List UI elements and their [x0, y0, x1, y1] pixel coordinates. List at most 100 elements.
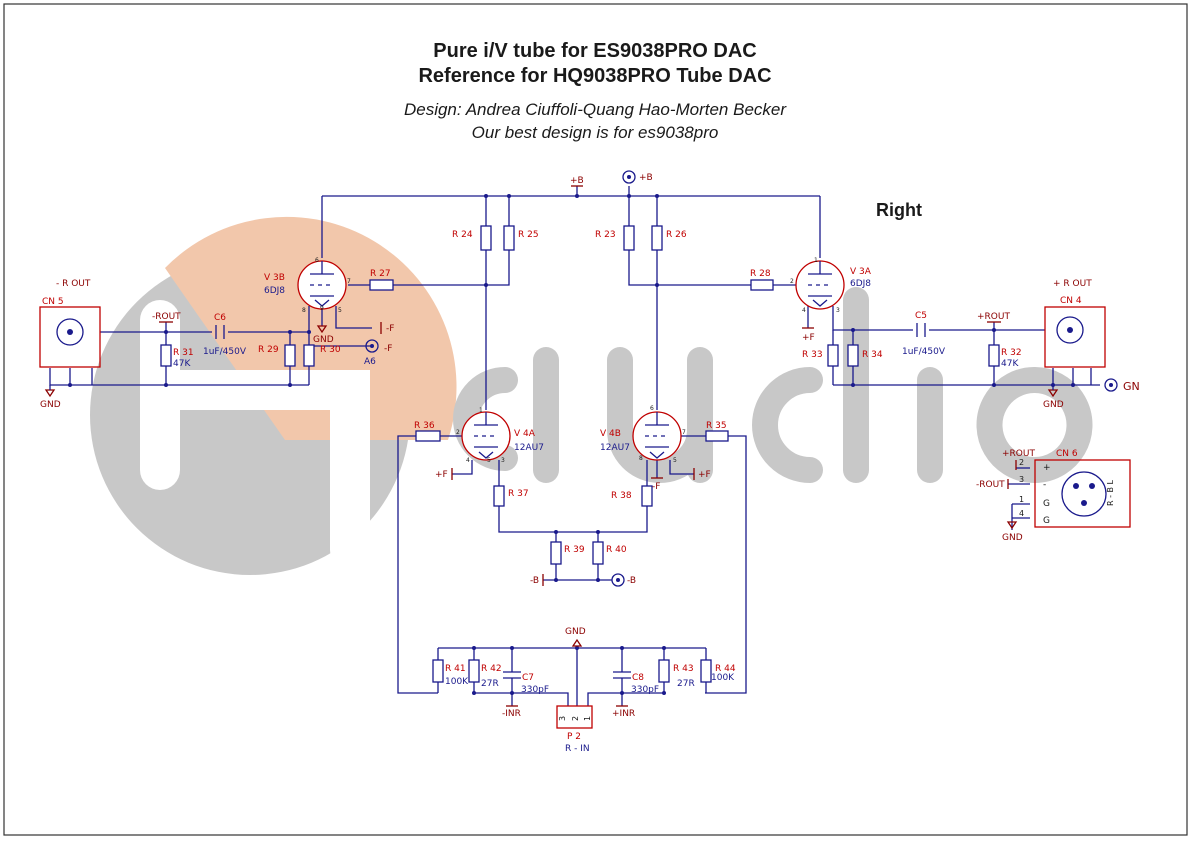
minus-f-label-3: -F — [652, 482, 660, 492]
junction — [510, 646, 514, 650]
cn6-pin-4: 4 — [1019, 509, 1024, 518]
junction — [507, 194, 511, 198]
c6-label: C6 — [214, 313, 226, 323]
gnd-p2-icon — [571, 638, 583, 647]
cn6-pin-1: 1 — [1019, 495, 1024, 504]
p2-body — [556, 705, 593, 729]
c8-label: C8 — [632, 673, 644, 683]
r31-label: R 31 — [173, 348, 194, 358]
junction — [575, 194, 579, 198]
r42-value: 27R — [481, 679, 499, 689]
v4a-pin-4: 4 — [466, 457, 470, 464]
cn6-ref: CN 6 — [1056, 449, 1078, 459]
resistors: R 24 R 25 R 23 R 26 R 27 R 28 R 31 47K R… — [160, 225, 1022, 689]
junction — [307, 330, 311, 334]
capacitor-c6 — [215, 325, 225, 339]
minus-b-label: -B — [530, 576, 539, 586]
v4a-type: 12AU7 — [514, 443, 544, 453]
r25-label: R 25 — [518, 230, 539, 240]
cn5-net-label: - R OUT — [56, 279, 91, 289]
minus-rout-cn6-label: -ROUT — [976, 480, 1005, 490]
minus-f-label-2: -F — [384, 344, 392, 354]
r42-label: R 42 — [481, 664, 502, 674]
r32-label: R 32 — [1001, 348, 1022, 358]
v3b-type: 6DJ8 — [264, 286, 285, 296]
gnd-cn6-icon — [1006, 521, 1018, 530]
title-line-2: Reference for HQ9038PRO Tube DAC — [418, 65, 771, 87]
r43-label: R 43 — [673, 664, 694, 674]
resistor-r28 — [750, 279, 774, 291]
v3a-ref: V 3A — [850, 267, 872, 277]
v4b-ref: V 4B — [600, 429, 621, 439]
gnd-v3b-icon — [316, 325, 328, 334]
resistor-r42 — [468, 659, 480, 683]
junction — [596, 578, 600, 582]
minus-f-label-1: -F — [386, 324, 394, 334]
minus-b-terminal-label: -B — [627, 576, 636, 586]
junction — [992, 328, 996, 332]
minus-b-terminal-center-icon — [616, 578, 620, 582]
junction — [662, 646, 666, 650]
junction — [655, 194, 659, 198]
plus-b-terminal-label: +B — [639, 173, 653, 183]
junction — [484, 283, 488, 287]
gnd-left-icon — [44, 389, 56, 398]
junction — [992, 383, 996, 387]
v3b-pin-6: 6 — [315, 257, 319, 264]
r26-label: R 26 — [666, 230, 687, 240]
cn5-ref: CN 5 — [42, 297, 64, 307]
plus-inr-label: +INR — [612, 709, 635, 719]
xlr-pin-icon — [1073, 483, 1079, 489]
r36-label: R 36 — [414, 421, 435, 431]
junction — [510, 691, 514, 695]
tube-v3b: V 3B 6DJ8 6 7 8 9 5 — [264, 257, 351, 314]
r31-value: 47K — [173, 359, 191, 369]
junction — [575, 646, 579, 650]
resistor-r23 — [623, 225, 635, 251]
junction — [288, 383, 292, 387]
cn6-side-label: R - B L — [1106, 479, 1115, 506]
r44-value: 100K — [711, 673, 735, 683]
connector-cn4: + R OUT CN 4 — [1044, 279, 1106, 368]
p2-pin-3: 3 — [558, 716, 567, 721]
junction — [164, 383, 168, 387]
junction — [627, 194, 631, 198]
r30-label: R 30 — [320, 345, 341, 355]
junction — [851, 383, 855, 387]
v3b-pin-7: 7 — [347, 278, 351, 285]
gn-label: GN — [1123, 380, 1140, 393]
plus-f-label-1: +F — [802, 333, 815, 343]
junction — [655, 283, 659, 287]
cn6-pin-label-minus: - — [1043, 480, 1046, 490]
v4b-pin-6: 6 — [650, 405, 654, 412]
v3b-pin-9: 9 — [320, 305, 324, 312]
plus-b-terminal-icon — [622, 170, 636, 184]
cn4-jack-center-icon — [1067, 327, 1073, 333]
v3b-ref: V 3B — [264, 273, 285, 283]
a6-label: A6 — [364, 357, 376, 367]
r40-label: R 40 — [606, 545, 627, 555]
r32-value: 47K — [1001, 359, 1019, 369]
watermark-h-right — [330, 380, 370, 570]
connector-p2: 3 2 1 P 2 R - IN — [556, 705, 593, 754]
resistor-r31 — [160, 344, 172, 367]
r34-label: R 34 — [862, 350, 883, 360]
design-credit: Design: Andrea Ciuffoli-Quang Hao-Morten… — [404, 100, 787, 119]
r27-label: R 27 — [370, 269, 391, 279]
p2-ref: P 2 — [567, 732, 581, 742]
resistor-r24 — [480, 225, 492, 251]
resistor-r33 — [827, 344, 839, 367]
connector-cn5: - R OUT CN 5 — [39, 279, 101, 368]
junction — [484, 194, 488, 198]
junctions — [68, 194, 1075, 695]
capacitor-c7 — [503, 671, 521, 679]
watermark-letter-o — [976, 367, 1093, 483]
resistor-r25 — [503, 225, 515, 251]
v3a-pin-4: 4 — [802, 307, 806, 314]
cn6-pin-label-g1: G — [1043, 499, 1050, 509]
plus-f-label-3: +F — [698, 470, 711, 480]
v3b-pin-8: 8 — [302, 307, 306, 314]
v4b-pin-7: 7 — [682, 429, 686, 436]
p2-pin-2: 2 — [571, 716, 580, 721]
cn6-pin-2: 2 — [1019, 458, 1024, 467]
